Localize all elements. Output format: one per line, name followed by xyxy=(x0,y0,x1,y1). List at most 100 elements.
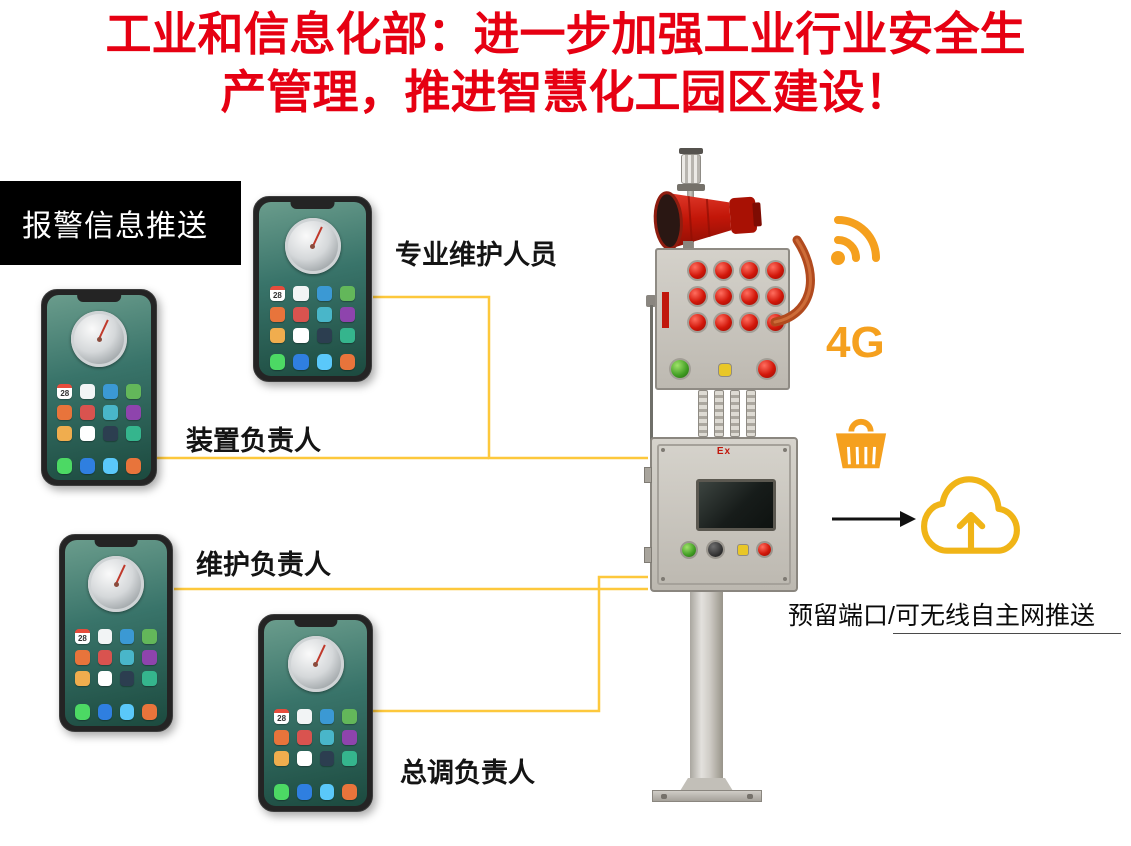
calendar-app-icon: 28 xyxy=(274,709,289,725)
basket-icon xyxy=(835,418,887,469)
clock-widget-icon xyxy=(287,636,344,692)
horn-speaker-icon xyxy=(653,191,762,251)
app-icon xyxy=(342,751,357,767)
arrow-right-icon xyxy=(832,511,916,527)
app-icon xyxy=(339,327,356,343)
calendar-app-icon: 28 xyxy=(57,383,73,399)
app-icon xyxy=(120,671,135,687)
yellow-indicator xyxy=(738,545,748,555)
cloud-upload-icon xyxy=(921,476,1020,554)
phone-notch-icon xyxy=(94,540,138,547)
app-icon xyxy=(103,425,118,441)
cable-gland xyxy=(714,390,724,437)
dock xyxy=(75,704,157,720)
app-icon xyxy=(125,404,141,420)
wireless-signal-icon xyxy=(831,216,880,265)
app-icon xyxy=(57,425,73,441)
alarm-indicator-button xyxy=(715,288,732,305)
display-window xyxy=(696,479,776,531)
app-grid: 28 xyxy=(269,285,356,343)
app-icon xyxy=(269,306,286,322)
label-maintenance-manager: 维护负责人 xyxy=(196,550,331,580)
app-icon xyxy=(274,751,289,767)
app-icon xyxy=(274,730,289,746)
alarm-indicator-button xyxy=(767,288,784,305)
app-icon xyxy=(75,671,90,687)
app-icon xyxy=(316,306,332,322)
app-icon xyxy=(342,730,357,746)
dock-app-icon xyxy=(75,704,90,720)
phone-maintenance-staff: 28 xyxy=(253,196,372,382)
alarm-indicator-button xyxy=(715,262,732,279)
alarm-indicator-button xyxy=(741,262,758,279)
port-note: 预留端口/可无线自主网推送 xyxy=(788,602,1095,630)
bolt-icon xyxy=(747,794,753,799)
phone-screen: 28 xyxy=(259,202,366,376)
app-icon xyxy=(103,404,118,420)
app-icon xyxy=(142,650,157,666)
dock xyxy=(274,784,357,800)
hinge xyxy=(644,547,652,563)
cabinet-lid xyxy=(657,444,791,585)
beacon-cap xyxy=(679,148,703,154)
alarm-indicator-button xyxy=(741,288,758,305)
green-button xyxy=(671,360,689,378)
banner-label: 报警信息推送 xyxy=(22,210,208,243)
screw-icon xyxy=(783,448,787,452)
dock-app-icon xyxy=(339,354,356,370)
app-icon xyxy=(293,306,309,322)
app-icon xyxy=(339,285,356,301)
alarm-indicator-button xyxy=(715,314,732,331)
app-icon xyxy=(293,285,309,301)
phone-screen: 28 xyxy=(264,620,367,806)
title-line2: 产管理，推进智慧化工园区建设！ xyxy=(220,67,911,118)
dock-app-icon xyxy=(97,704,112,720)
control-cabinet: Ex xyxy=(644,437,798,592)
clock-widget-icon xyxy=(71,311,127,367)
ex-marking: Ex xyxy=(716,446,732,457)
calendar-app-icon: 28 xyxy=(75,629,90,645)
alarm-indicator-button xyxy=(689,314,706,331)
dock xyxy=(57,458,141,474)
phone-device-manager: 28 xyxy=(41,289,157,486)
app-icon xyxy=(120,650,135,666)
phone-notch-icon xyxy=(290,202,335,209)
antenna xyxy=(650,305,653,480)
beacon-light xyxy=(681,154,701,184)
horn-bracket xyxy=(683,241,693,253)
bolt-icon xyxy=(661,794,667,799)
dock-app-icon xyxy=(316,354,332,370)
app-icon xyxy=(142,671,157,687)
phone-screen: 28 xyxy=(47,295,151,480)
app-icon xyxy=(296,751,312,767)
green-pushbutton xyxy=(682,543,696,557)
app-icon xyxy=(125,425,141,441)
app-icon xyxy=(293,327,309,343)
title-line1: 工业和信息化部：进一步加强工业行业安全生 xyxy=(105,9,1026,60)
clock-widget-icon xyxy=(88,556,144,612)
app-icon xyxy=(296,730,312,746)
dock-app-icon xyxy=(57,458,73,474)
app-icon xyxy=(97,629,112,645)
app-grid: 28 xyxy=(274,709,357,767)
note-underline xyxy=(893,633,1121,634)
alarm-indicator-button xyxy=(767,262,784,279)
app-icon xyxy=(80,383,95,399)
alarm-button-box xyxy=(655,248,790,390)
dock-app-icon xyxy=(342,784,357,800)
alarm-button-grid xyxy=(689,262,784,331)
dock-app-icon xyxy=(296,784,312,800)
red-pushbutton xyxy=(758,543,771,556)
app-icon xyxy=(339,306,356,322)
app-icon xyxy=(319,730,335,746)
label-device-manager: 装置负责人 xyxy=(186,426,321,456)
dock-app-icon xyxy=(293,354,309,370)
dock-app-icon xyxy=(80,458,95,474)
alarm-indicator-button xyxy=(741,314,758,331)
flexible-conduit xyxy=(770,235,815,327)
app-icon xyxy=(120,629,135,645)
beacon-base xyxy=(677,184,705,191)
app-icon xyxy=(342,709,357,725)
dock xyxy=(269,354,356,370)
